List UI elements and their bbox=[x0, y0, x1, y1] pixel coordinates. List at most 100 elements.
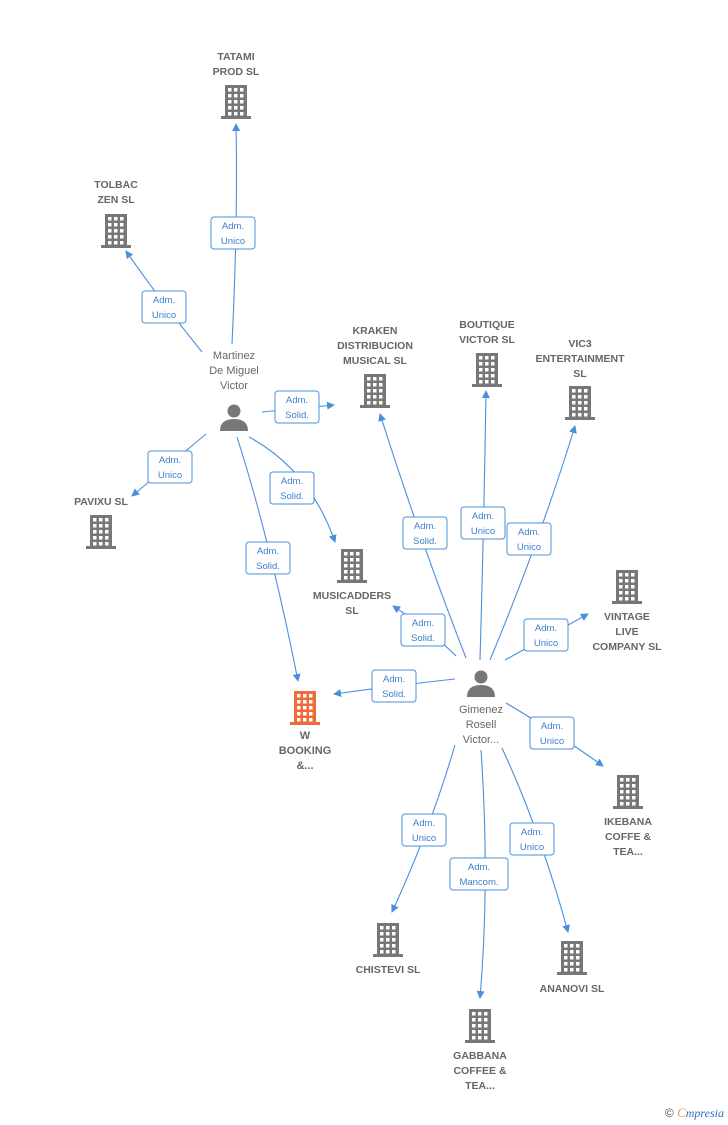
role-label-text: Solid. bbox=[285, 410, 309, 421]
building-window bbox=[379, 389, 383, 393]
node-label: TOLBAC bbox=[94, 179, 138, 191]
building-window bbox=[631, 585, 635, 589]
role-label-gimenez-to-kraken[interactable]: Adm.Solid. bbox=[402, 516, 448, 550]
role-label-gimenez-to-vintage[interactable]: Adm.Unico bbox=[523, 618, 569, 652]
building-window bbox=[350, 564, 354, 568]
building-window bbox=[386, 950, 390, 954]
building-window bbox=[303, 700, 307, 704]
building-window bbox=[479, 368, 483, 372]
building-window bbox=[114, 229, 118, 233]
node-label: TEA... bbox=[613, 846, 643, 858]
role-label-box bbox=[509, 822, 555, 856]
building-window bbox=[572, 407, 576, 411]
building-window bbox=[367, 389, 371, 393]
building-window bbox=[472, 1024, 476, 1028]
building-window bbox=[619, 597, 623, 601]
building-window bbox=[619, 573, 623, 577]
building-window bbox=[572, 413, 576, 417]
building-window bbox=[228, 94, 232, 98]
building-window bbox=[309, 694, 313, 698]
building-window bbox=[380, 944, 384, 948]
role-label-martinez-to-kraken[interactable]: Adm.Solid. bbox=[274, 390, 320, 424]
building-window bbox=[367, 377, 371, 381]
role-label-box bbox=[210, 216, 256, 250]
person-body bbox=[467, 685, 495, 697]
node-ananovi[interactable]: ANANOVI SL bbox=[540, 941, 605, 995]
role-label-martinez-to-tatami[interactable]: Adm.Unico bbox=[210, 216, 256, 250]
building-window bbox=[479, 356, 483, 360]
building-window bbox=[620, 796, 624, 800]
role-label-gimenez-to-chistevi[interactable]: Adm.Unico bbox=[401, 813, 447, 847]
role-label-gimenez-to-ananovi[interactable]: Adm.Unico bbox=[509, 822, 555, 856]
building-window bbox=[478, 1030, 482, 1034]
building-window bbox=[99, 542, 103, 546]
building-window bbox=[373, 401, 377, 405]
node-pavixu[interactable]: PAVIXU SL bbox=[74, 496, 129, 549]
role-label-text: Adm. bbox=[468, 862, 490, 873]
building-window bbox=[626, 802, 630, 806]
building-base bbox=[221, 116, 251, 119]
role-label-text: Solid. bbox=[411, 633, 435, 644]
building-icon bbox=[360, 374, 390, 408]
building-window bbox=[386, 932, 390, 936]
building-base bbox=[557, 972, 587, 975]
building-window bbox=[576, 944, 580, 948]
node-label: &... bbox=[296, 760, 313, 772]
building-base bbox=[613, 806, 643, 809]
building-window bbox=[578, 401, 582, 405]
node-label: VINTAGE bbox=[604, 611, 650, 623]
node-label: COFFEE & bbox=[453, 1065, 507, 1077]
building-window bbox=[632, 784, 636, 788]
node-wbooking[interactable]: WBOOKING&... bbox=[279, 691, 332, 772]
building-window bbox=[572, 389, 576, 393]
role-label-gimenez-to-gabbana[interactable]: Adm.Mancom. bbox=[449, 857, 509, 891]
building-window bbox=[356, 552, 360, 556]
building-window bbox=[379, 401, 383, 405]
node-gimenez[interactable]: GimenezRosellVictor... bbox=[459, 670, 503, 747]
node-label: IKEBANA bbox=[604, 816, 652, 828]
building-window bbox=[472, 1036, 476, 1040]
building-window bbox=[479, 374, 483, 378]
role-label-gimenez-to-musicadders[interactable]: Adm.Solid. bbox=[400, 613, 446, 647]
building-window bbox=[108, 229, 112, 233]
building-window bbox=[380, 938, 384, 942]
role-label-martinez-to-tolbac[interactable]: Adm.Unico bbox=[141, 290, 187, 324]
building-window bbox=[491, 380, 495, 384]
role-label-gimenez-to-boutique[interactable]: Adm.Unico bbox=[460, 506, 506, 540]
role-label-martinez-to-wbooking[interactable]: Adm.Solid. bbox=[245, 541, 291, 575]
role-label-gimenez-to-ikebana[interactable]: Adm.Unico bbox=[529, 716, 575, 750]
role-label-gimenez-to-wbooking[interactable]: Adm.Solid. bbox=[371, 669, 417, 703]
role-label-gimenez-to-vic3[interactable]: Adm.Unico bbox=[506, 522, 552, 556]
building-window bbox=[479, 362, 483, 366]
role-label-martinez-to-pavixu[interactable]: Adm.Unico bbox=[147, 450, 193, 484]
building-window bbox=[386, 938, 390, 942]
role-label-martinez-to-musicadders[interactable]: Adm.Solid. bbox=[269, 471, 315, 505]
building-window bbox=[491, 374, 495, 378]
building-window bbox=[485, 368, 489, 372]
role-label-box bbox=[245, 541, 291, 575]
building-window bbox=[240, 106, 244, 110]
building-icon bbox=[472, 353, 502, 387]
building-window bbox=[303, 706, 307, 710]
node-label: SL bbox=[345, 605, 359, 617]
building-window bbox=[344, 558, 348, 562]
building-window bbox=[350, 552, 354, 556]
role-label-box bbox=[523, 618, 569, 652]
role-label-text: Adm. bbox=[159, 455, 181, 466]
node-label: W bbox=[300, 730, 311, 742]
node-chistevi[interactable]: CHISTEVI SL bbox=[356, 923, 421, 976]
building-window bbox=[584, 407, 588, 411]
building-window bbox=[356, 576, 360, 580]
building-window bbox=[632, 796, 636, 800]
